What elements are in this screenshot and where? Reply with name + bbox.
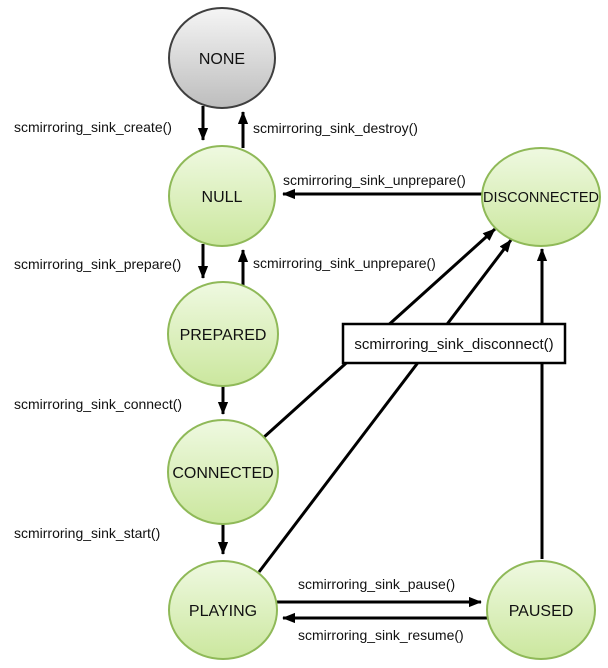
edge-label-pause: scmirroring_sink_pause(): [298, 576, 455, 592]
state-prepared-label: PREPARED: [180, 327, 267, 344]
state-disconnected: DISCONNECTED: [481, 147, 601, 247]
state-disconnected-shape: [481, 147, 601, 247]
state-disconnected-label: DISCONNECTED: [483, 190, 599, 206]
state-paused-shape: [486, 560, 596, 660]
disconnect-label-box: scmirroring_sink_disconnect(): [341, 322, 567, 365]
state-paused-label: PAUSED: [509, 603, 574, 620]
edge-label-start: scmirroring_sink_start(): [14, 525, 160, 541]
state-connected-shape: [167, 419, 279, 525]
state-prepared-shape: [167, 281, 279, 387]
state-playing-label: PLAYING: [189, 603, 257, 620]
state-paused: PAUSED: [486, 560, 596, 660]
edge-playing-to-disconnected: [257, 239, 513, 573]
state-playing: PLAYING: [168, 560, 278, 660]
edge-label-connect: scmirroring_sink_connect(): [14, 396, 182, 412]
state-null-label: NULL: [202, 189, 243, 206]
state-none-label: NONE: [199, 51, 245, 68]
disconnect-box-rect: [341, 322, 567, 365]
state-connected-label: CONNECTED: [172, 465, 273, 482]
state-null-shape: [168, 145, 276, 247]
edges: [197, 106, 548, 624]
edge-label-prepare: scmirroring_sink_prepare(): [14, 256, 181, 272]
state-null: NULL: [168, 145, 276, 247]
edge-label-unprepare-top: scmirroring_sink_unprepare(): [283, 172, 466, 188]
state-prepared: PREPARED: [167, 281, 279, 387]
edge-label-unprepare-mid: scmirroring_sink_unprepare(): [253, 255, 436, 271]
edge-label-destroy: scmirroring_sink_destroy(): [253, 120, 418, 136]
state-playing-shape: [168, 560, 278, 660]
state-none: NONE: [168, 7, 276, 109]
state-connected: CONNECTED: [167, 419, 279, 525]
edge-label-resume: scmirroring_sink_resume(): [298, 627, 464, 643]
edge-label-disconnect: scmirroring_sink_disconnect(): [354, 336, 553, 353]
edge-label-create: scmirroring_sink_create(): [14, 119, 172, 135]
state-none-shape: [168, 7, 276, 109]
edge-labels: scmirroring_sink_create() scmirroring_si…: [14, 119, 466, 643]
